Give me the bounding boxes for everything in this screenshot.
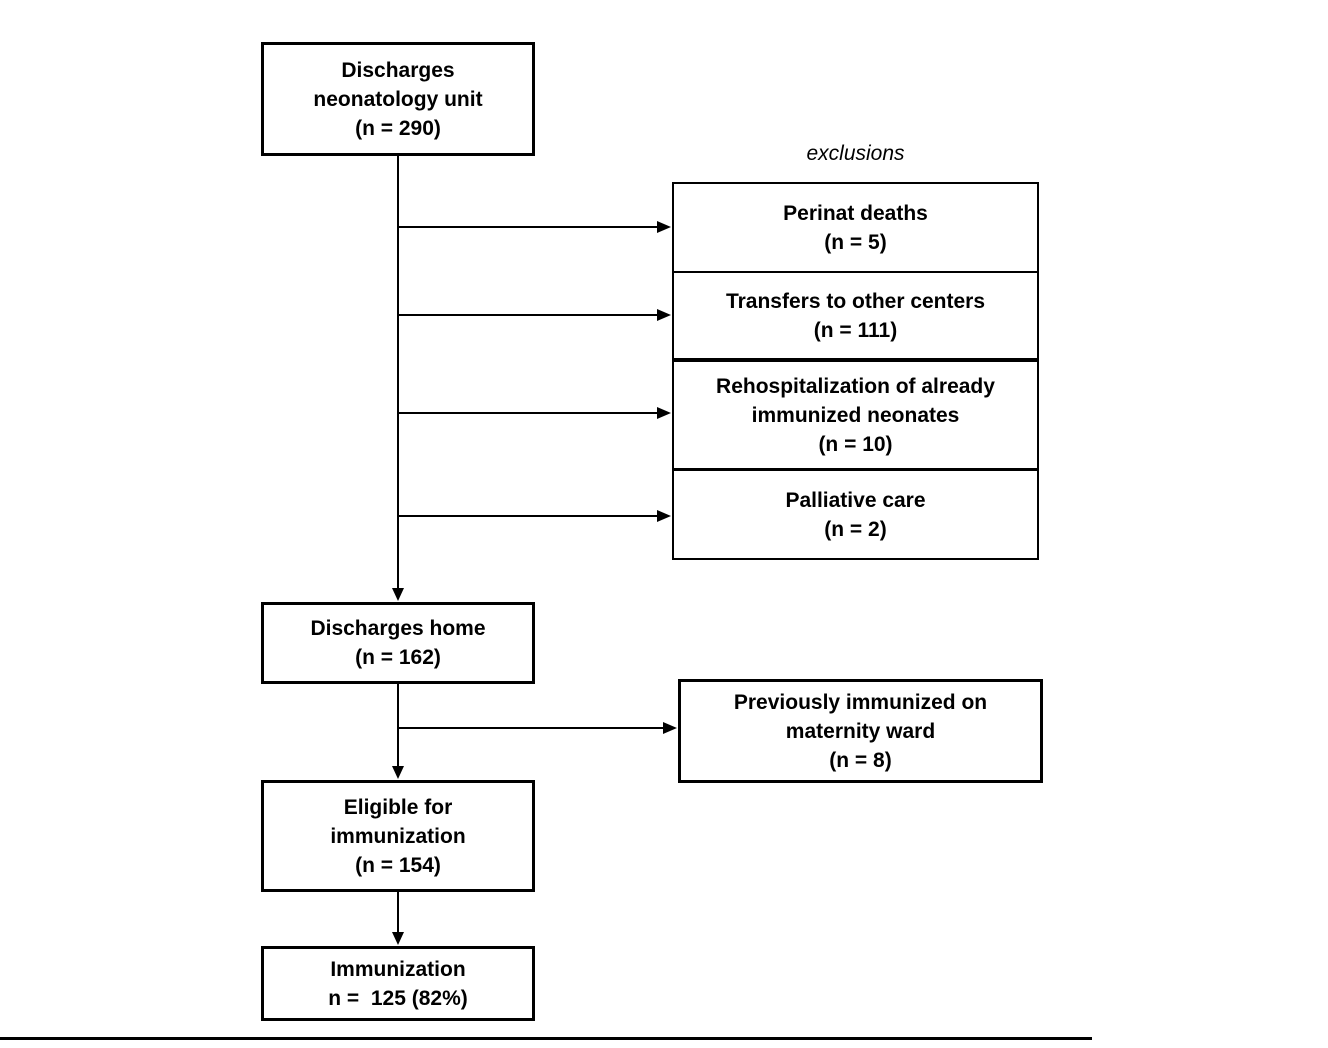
node-line: Immunization [330,957,466,981]
node-line: immunized neonates [751,403,960,427]
arrow-eligible-to-immunization [392,892,404,945]
arrow-to-previously-immunized [399,722,677,734]
node-line: (n = 5) [824,230,887,254]
node-line: Previously immunized on [733,690,988,714]
node-discharges-neonatology-unit: Discharges neonatology unit (n = 290) [261,42,535,156]
node-line: neonatology unit [313,87,483,111]
bottom-divider-line [0,1037,1092,1040]
node-line: (n = 290) [355,116,441,140]
node-line: (n = 8) [829,748,892,772]
node-line: Perinat deaths [783,201,928,225]
node-line: (n = 154) [355,853,441,877]
arrow-to-palliative-care [399,510,671,522]
node-transfers-other-centers: Transfers to other centers (n = 111) [674,271,1037,358]
arrow-unit-to-home [392,156,404,601]
exclusions-label: exclusions [806,142,905,165]
arrow-to-perinat-deaths [399,221,671,233]
node-line: Palliative care [785,488,926,512]
node-immunization: Immunization n = 125 (82%) [261,946,535,1021]
arrow-home-to-eligible [392,684,404,779]
node-line: (n = 10) [818,432,893,456]
arrow-to-rehospitalization [399,407,671,419]
node-discharges-home: Discharges home (n = 162) [261,602,535,684]
node-line: (n = 111) [813,318,898,342]
node-perinat-deaths: Perinat deaths (n = 5) [674,184,1037,271]
node-line: n = 125 (82%) [328,986,468,1010]
node-line: (n = 2) [824,517,887,541]
node-line: immunization [330,824,466,848]
exclusions-stack: Perinat deaths (n = 5) Transfers to othe… [672,182,1039,560]
node-line: Eligible for [343,795,453,819]
node-line: (n = 162) [355,646,441,669]
node-line: Transfers to other centers [725,289,986,313]
arrow-to-transfers [399,309,671,321]
node-line: maternity ward [785,719,936,743]
node-line: Rehospitalization of already [716,374,995,398]
node-line: Discharges [341,58,455,82]
node-palliative-care: Palliative care (n = 2) [674,468,1037,558]
node-previously-immunized: Previously immunized on maternity ward (… [678,679,1043,783]
node-eligible-for-immunization: Eligible for immunization (n = 154) [261,780,535,892]
node-rehospitalization: Rehospitalization of already immunized n… [674,358,1037,468]
node-line: Discharges home [310,617,486,640]
